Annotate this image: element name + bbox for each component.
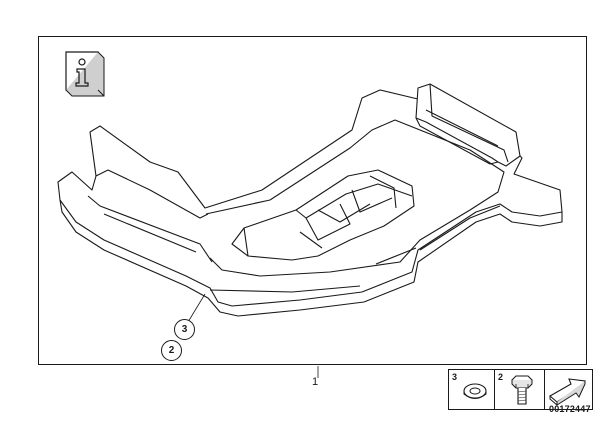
parts-legend: 3 2 xyxy=(448,369,593,410)
callout-bolt: 2 xyxy=(161,340,182,361)
arrow-icon xyxy=(549,378,586,406)
skid-plate-outline xyxy=(57,89,563,307)
legend-cell-washer: 3 xyxy=(449,370,495,409)
callout-main-part: 1 xyxy=(312,376,319,388)
legend-cell-arrow xyxy=(545,370,592,409)
legend-cell-bolt: 2 xyxy=(495,370,545,409)
document-number: 00172447 xyxy=(549,404,591,414)
legend-bolt-number: 2 xyxy=(498,372,504,382)
drawing-frame xyxy=(38,36,587,365)
bolt-icon xyxy=(511,375,533,405)
washer-icon xyxy=(463,383,487,399)
legend-washer-number: 3 xyxy=(452,372,458,382)
callout-washer: 3 xyxy=(174,319,195,340)
info-icon xyxy=(64,50,108,98)
